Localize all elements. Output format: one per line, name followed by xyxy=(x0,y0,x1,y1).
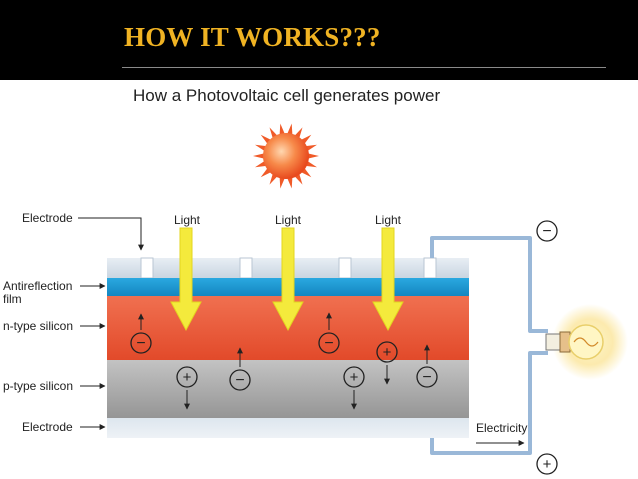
svg-text:−: − xyxy=(235,372,244,389)
photovoltaic-diagram: How a Photovoltaic cell generates power xyxy=(3,86,628,475)
antireflection-label-film: film xyxy=(3,292,22,306)
solar-cell xyxy=(107,257,469,438)
charge-positive: + xyxy=(176,366,198,410)
bottom-electrode-layer xyxy=(107,418,469,438)
light-arrow-icon xyxy=(272,227,304,332)
p-type-layer xyxy=(107,360,469,418)
electrode-top-pointer xyxy=(78,217,144,251)
sun-ray xyxy=(279,177,285,189)
electricity-label: Electricity xyxy=(476,421,527,435)
charge-negative: − xyxy=(229,347,251,391)
light-label: Light xyxy=(174,213,201,227)
light-label: Light xyxy=(375,213,402,227)
positive-terminal: + xyxy=(536,453,558,475)
svg-text:+: + xyxy=(183,369,192,386)
sun-ray xyxy=(279,123,285,135)
sun-ray xyxy=(253,153,265,159)
light-arrow-icon xyxy=(372,227,404,332)
sun-ray xyxy=(255,144,267,151)
sun-ray xyxy=(287,123,293,135)
light-arrow-icon xyxy=(170,227,202,332)
electrode-top-label: Electrode xyxy=(22,211,73,225)
charge-positive: + xyxy=(376,341,398,385)
title-divider xyxy=(122,67,606,68)
p-type-label: p-type silicon xyxy=(3,379,73,393)
svg-text:+: + xyxy=(543,456,552,473)
charge-negative: − xyxy=(416,344,438,388)
electrode-bottom-label: Electrode xyxy=(22,420,73,434)
sun-ray xyxy=(305,161,317,168)
charge-positive: + xyxy=(343,366,365,410)
diagram-title: How a Photovoltaic cell generates power xyxy=(133,86,440,105)
negative-terminal: − xyxy=(536,220,558,242)
sun-ray xyxy=(305,144,317,151)
sun-ray xyxy=(287,177,293,189)
sun-icon xyxy=(253,123,319,189)
light-label: Light xyxy=(275,213,302,227)
n-type-label: n-type silicon xyxy=(3,319,73,333)
electrode-fingers xyxy=(140,257,437,279)
slide-title: HOW IT WORKS??? xyxy=(124,22,381,52)
header-bar: HOW IT WORKS??? xyxy=(0,0,638,80)
charge-negative: − xyxy=(130,313,152,354)
svg-text:−: − xyxy=(324,335,333,352)
external-wire xyxy=(430,236,548,455)
sun-ray xyxy=(255,161,267,168)
charge-negative: − xyxy=(318,312,340,354)
bulb-icon xyxy=(545,304,628,380)
svg-text:+: + xyxy=(383,344,392,361)
svg-text:−: − xyxy=(136,335,145,352)
antireflection-label: Antireflection xyxy=(3,279,72,293)
svg-text:−: − xyxy=(422,369,431,386)
sun-ray xyxy=(307,153,319,159)
svg-text:+: + xyxy=(350,369,359,386)
svg-text:−: − xyxy=(542,223,551,240)
